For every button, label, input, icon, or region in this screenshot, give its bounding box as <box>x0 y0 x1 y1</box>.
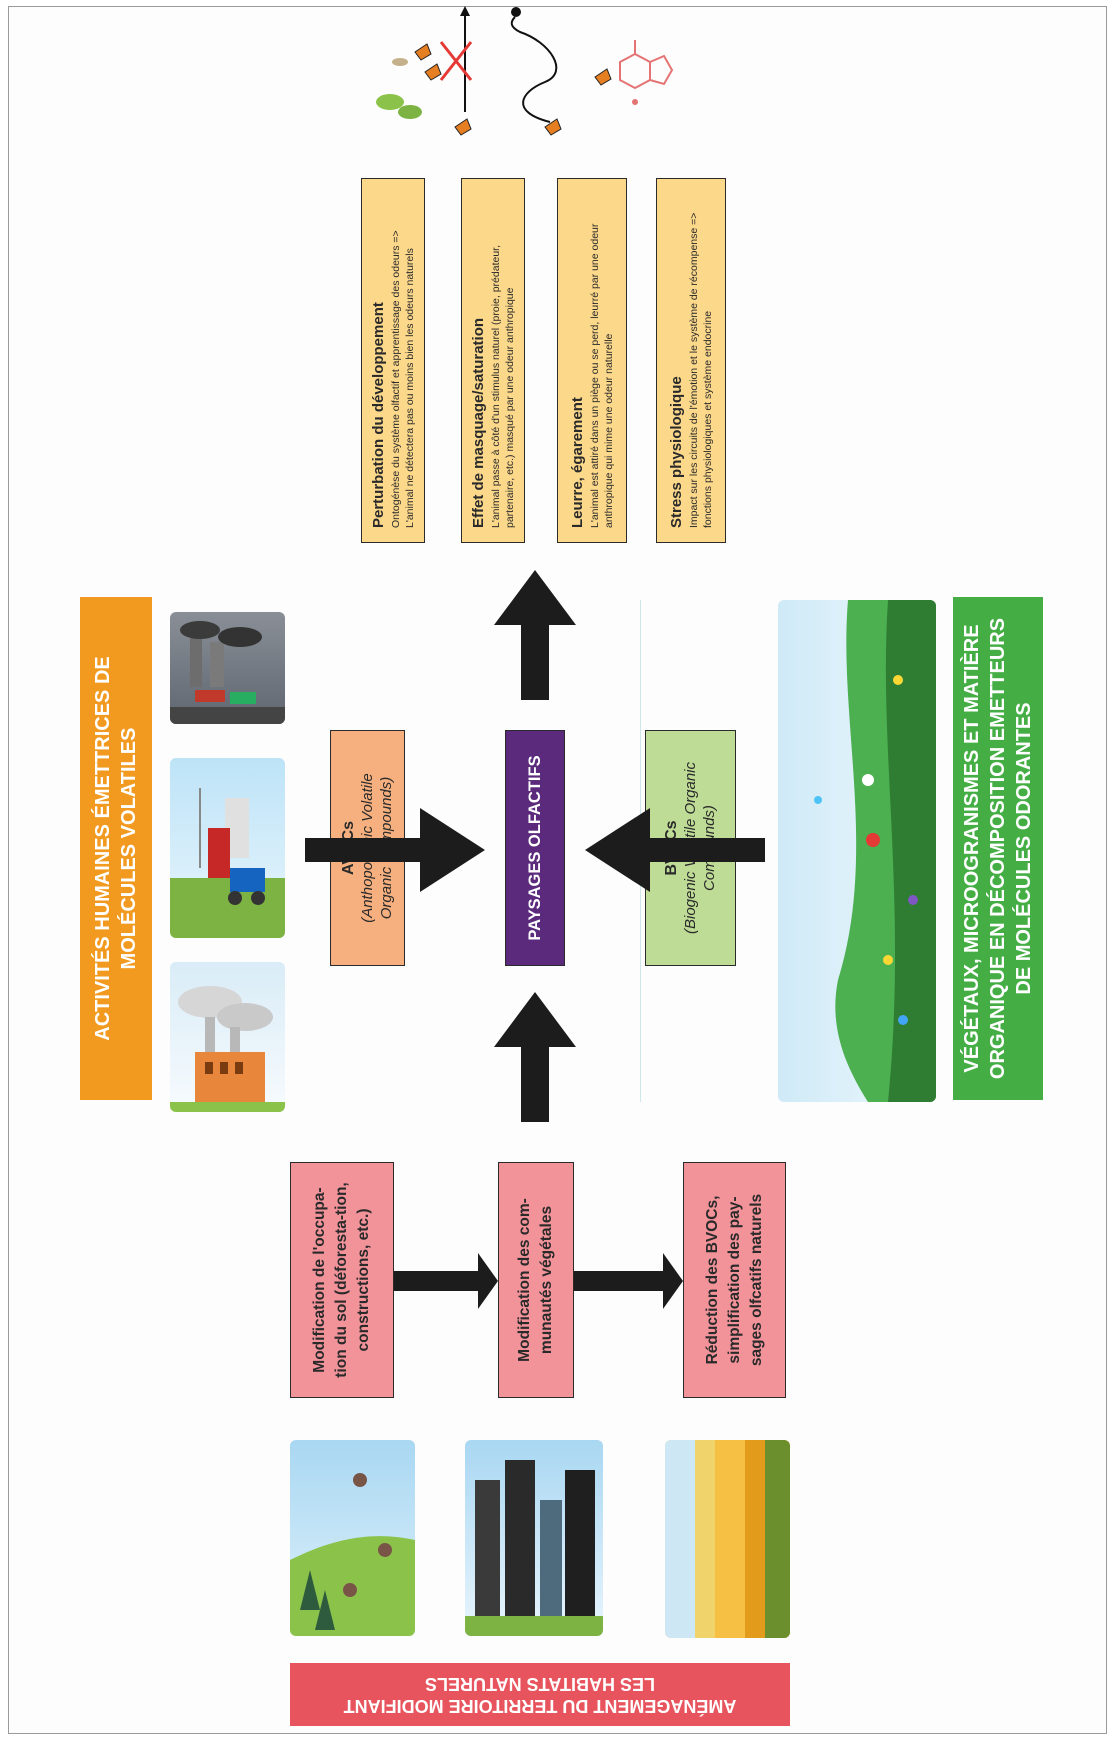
banner-natural-emitters: VÉGÉTAUX, MICROOGRANISMES ET MATIÈRE ORG… <box>953 597 1043 1100</box>
box-reduction-bvocs: Réduction des BVOCs, simplification des … <box>683 1162 786 1398</box>
city-image <box>465 1440 603 1636</box>
arrow-paysages-to-effects <box>494 570 576 700</box>
arrow-communautes-to-reduction <box>574 1253 683 1309</box>
effect-title: Stress physiologique <box>667 376 685 528</box>
banner-human-activities: ACTIVITÉS HUMAINES ÉMETTRICES DE MOLÉCUL… <box>80 597 152 1100</box>
banner-human-text: ACTIVITÉS HUMAINES ÉMETTRICES DE MOLÉCUL… <box>92 656 140 1041</box>
lure-icon <box>510 7 562 136</box>
occupation-label: Modification de l'occupa-tion du sol (dé… <box>311 1182 372 1378</box>
box-occupation-sol: Modification de l'occupa-tion du sol (dé… <box>290 1162 394 1398</box>
effect-desc: Impact sur les circuits de l'émotion et … <box>687 212 714 528</box>
effect-lure: Leurre, égarement L'animal est attiré da… <box>557 178 627 543</box>
meadow-image <box>778 600 936 1102</box>
effect-title: Leurre, égarement <box>568 397 586 528</box>
factory-image <box>170 962 285 1112</box>
stress-icon <box>594 40 674 105</box>
effect-title: Perturbation du développement <box>369 302 387 528</box>
effect-desc: L'animal passe à côté d'un stimulus natu… <box>489 244 516 528</box>
banner-territory-text: AMÉNAGEMENT DU TERRITOIRE MODIFIANT LES … <box>343 1673 737 1716</box>
farm-image <box>170 758 285 938</box>
effect-title: Effet de masquage/saturation <box>469 317 487 528</box>
banner-territory: AMÉNAGEMENT DU TERRITOIRE MODIFIANT LES … <box>290 1663 790 1726</box>
arrow-avocs-to-paysages <box>305 808 485 892</box>
paysages-olfactifs-box: PAYSAGES OLFACTIFS <box>505 730 565 966</box>
effect-stress: Stress physiologique Impact sur les circ… <box>656 178 726 543</box>
pollution-traffic-image <box>170 612 285 724</box>
box-communautes-vegetales: Modification des com-munautés végétales <box>498 1162 574 1398</box>
paysages-label: PAYSAGES OLFACTIFS <box>525 755 544 941</box>
arrow-occupation-to-communautes <box>394 1253 498 1309</box>
development-icon <box>376 43 442 119</box>
effects-icons <box>376 6 674 136</box>
effect-masking: Effet de masquage/saturation L'animal pa… <box>461 178 525 543</box>
communautes-label: Modification des com-munautés végétales <box>516 1198 555 1362</box>
arrow-bvocs-to-paysages <box>585 808 765 892</box>
effect-desc: L'animal est attiré dans un piège ou se … <box>588 223 615 528</box>
masking-icon <box>439 6 473 136</box>
effect-development: Perturbation du développement Ontogénèse… <box>361 178 425 543</box>
banner-natural-text: VÉGÉTAUX, MICROOGRANISMES ET MATIÈRE ORG… <box>961 617 1035 1080</box>
deforestation-image <box>290 1440 415 1636</box>
arrow-territory-to-paysages <box>494 992 576 1122</box>
reduction-label: Réduction des BVOCs, simplification des … <box>703 1193 765 1367</box>
effect-desc: Ontogénèse du système olfactif et appren… <box>389 230 416 528</box>
fields-image <box>665 1440 790 1638</box>
